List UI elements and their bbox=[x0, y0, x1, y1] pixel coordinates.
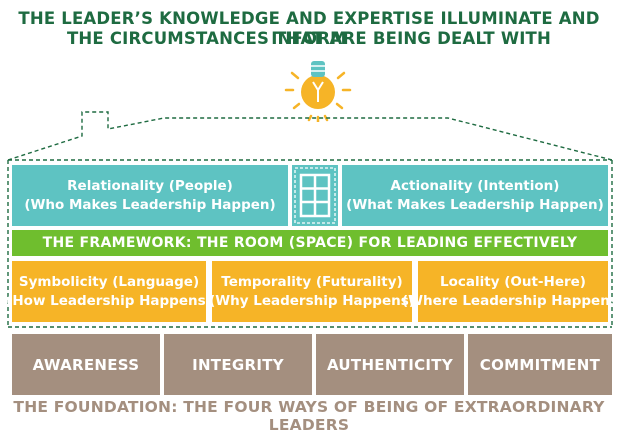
room-symbolicity-title: Symbolicity (Language) bbox=[18, 273, 200, 290]
room-relationality: Relationality (People) (Who Makes Leader… bbox=[12, 165, 288, 226]
room-actionality-subtitle: (What Makes Leadership Happen) bbox=[346, 196, 604, 213]
pillar-authenticity: AUTHENTICITY bbox=[316, 334, 464, 395]
room-locality-subtitle: (Where Leadership Happens) bbox=[401, 292, 618, 309]
room-actionality-title: Actionality (Intention) bbox=[390, 177, 560, 194]
room-relationality-title: Relationality (People) bbox=[67, 177, 233, 194]
pillar-integrity: INTEGRITY bbox=[164, 334, 312, 395]
pillar-commitment: COMMITMENT bbox=[468, 334, 612, 395]
room-temporality: Temporality (Futurality) (Why Leadership… bbox=[209, 261, 415, 322]
pillar-awareness: AWARENESS bbox=[12, 334, 160, 395]
heading-line-1: THE LEADER’S KNOWLEDGE AND EXPERTISE ILL… bbox=[18, 9, 600, 48]
room-symbolicity-subtitle: (How Leadership Happens) bbox=[6, 292, 212, 309]
heading-line-2: THE CIRCUMSTANCES THAT ARE BEING DEALT W… bbox=[66, 29, 552, 48]
room-temporality-subtitle: (Why Leadership Happens) bbox=[209, 292, 415, 309]
house-outline bbox=[7, 111, 613, 328]
framework-band: THE FRAMEWORK: THE ROOM (SPACE) FOR LEAD… bbox=[12, 230, 608, 256]
room-actionality: Actionality (Intention) (What Makes Lead… bbox=[342, 165, 608, 226]
room-locality: Locality (Out-Here) (Where Leadership Ha… bbox=[402, 261, 618, 322]
lightbulb-icon bbox=[284, 61, 352, 122]
room-relationality-subtitle: (Who Makes Leadership Happen) bbox=[24, 196, 276, 213]
room-locality-title: Locality (Out-Here) bbox=[440, 273, 586, 290]
room-symbolicity: Symbolicity (Language) (How Leadership H… bbox=[6, 261, 212, 322]
room-temporality-title: Temporality (Futurality) bbox=[221, 273, 403, 290]
foundation-label: THE FOUNDATION: THE FOUR WAYS OF BEING O… bbox=[13, 398, 605, 434]
window-icon bbox=[292, 165, 338, 226]
